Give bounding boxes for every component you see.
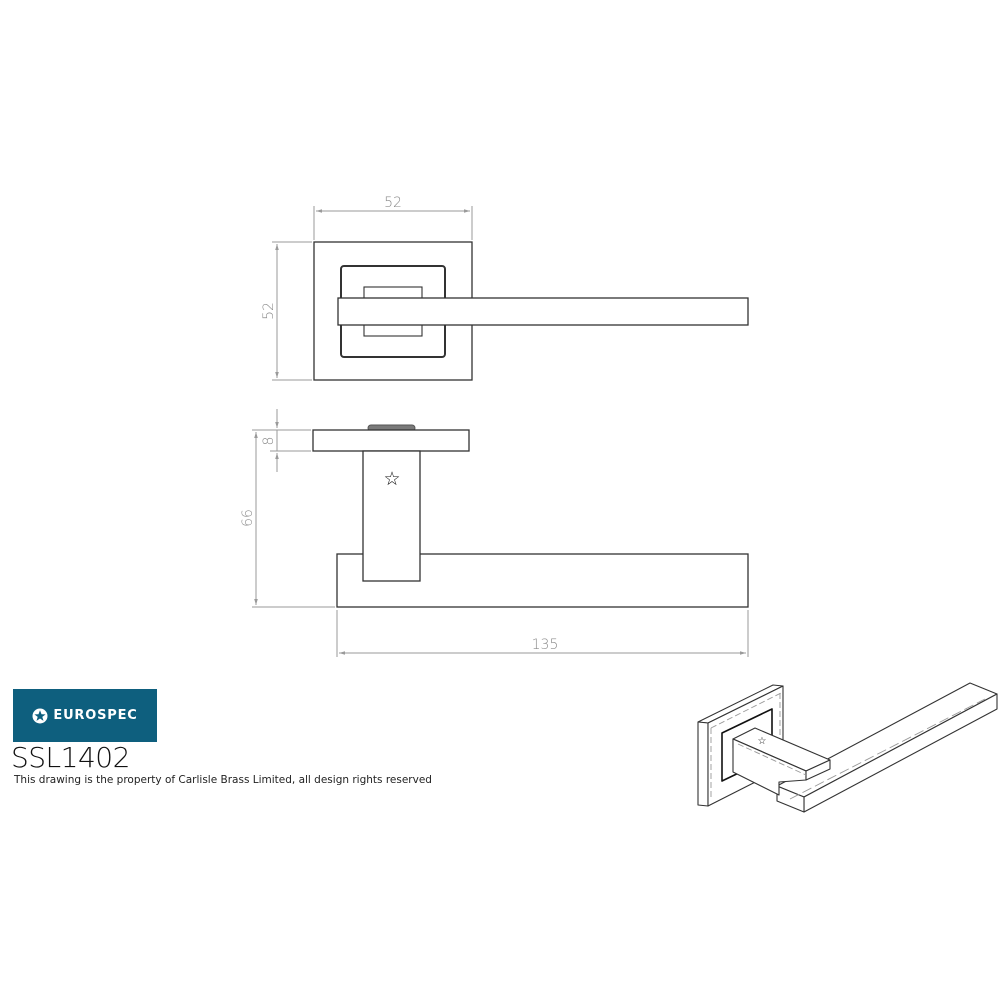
product-code: SSL1402	[11, 741, 130, 774]
eurospec-logo: EUROSPEC	[13, 689, 157, 742]
top-width-label: 52	[384, 195, 402, 211]
top-view	[313, 241, 749, 381]
side-view	[312, 424, 749, 608]
star-marker-icon: ☆	[383, 468, 400, 490]
neck-outline	[362, 450, 421, 582]
iso-star-marker-icon: ☆	[758, 736, 767, 747]
lever-length-label: 135	[532, 637, 559, 653]
isometric-view	[697, 682, 998, 813]
top-view-dimensions	[272, 206, 473, 381]
top-height-label: 52	[261, 302, 277, 320]
side-view-dimensions	[252, 409, 749, 657]
rose-thickness-label: 8	[261, 437, 277, 446]
iso-lever-top	[776, 682, 998, 798]
rose-side-outline	[312, 429, 470, 452]
lever-top-outline	[337, 297, 749, 326]
brand-name: EUROSPEC	[53, 708, 138, 723]
star-circle-icon	[32, 708, 48, 723]
projection-label: 66	[240, 509, 256, 527]
copyright-notice: This drawing is the property of Carlisle…	[14, 774, 432, 786]
